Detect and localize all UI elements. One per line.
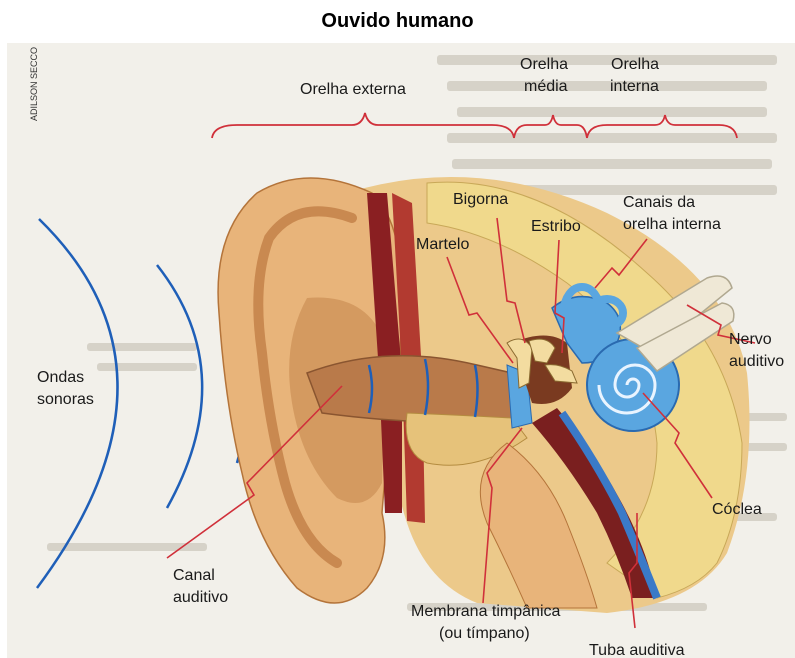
diagram-title: Ouvido humano (0, 10, 795, 33)
region-outer-label: Orelha externa (300, 81, 406, 98)
eardrum-label-1: Membrana timpânica (411, 603, 561, 620)
region-middle-label-1: Orelha (520, 56, 568, 73)
region-middle-label-2: média (524, 78, 568, 95)
region-inner-label-2: interna (610, 78, 659, 95)
ear-diagram: ADILSON SECCO Orelha externa Orelha médi… (7, 43, 795, 658)
stirrup-label: Estribo (531, 218, 581, 235)
anvil-label: Bigorna (453, 191, 508, 208)
auditory-nerve-label-1: Nervo (729, 331, 772, 348)
ear-canal-label-2: auditivo (173, 589, 228, 606)
eustachian-tube-label: Tuba auditiva (589, 642, 685, 658)
region-inner-label-1: Orelha (611, 56, 659, 73)
sound-waves-label-1: Ondas (37, 369, 84, 386)
semicircular-canals-label-2: orelha interna (623, 216, 721, 233)
sound-waves-label-2: sonoras (37, 391, 94, 408)
ear-canal-label-1: Canal (173, 567, 215, 584)
auditory-nerve-label-2: auditivo (729, 353, 784, 370)
cochlea-label: Cóclea (712, 501, 762, 518)
hammer-label: Martelo (416, 236, 469, 253)
semicircular-canals-label-1: Canais da (623, 194, 695, 211)
credit-text: ADILSON SECCO (29, 47, 39, 121)
eardrum-label-2: (ou tímpano) (439, 625, 530, 642)
